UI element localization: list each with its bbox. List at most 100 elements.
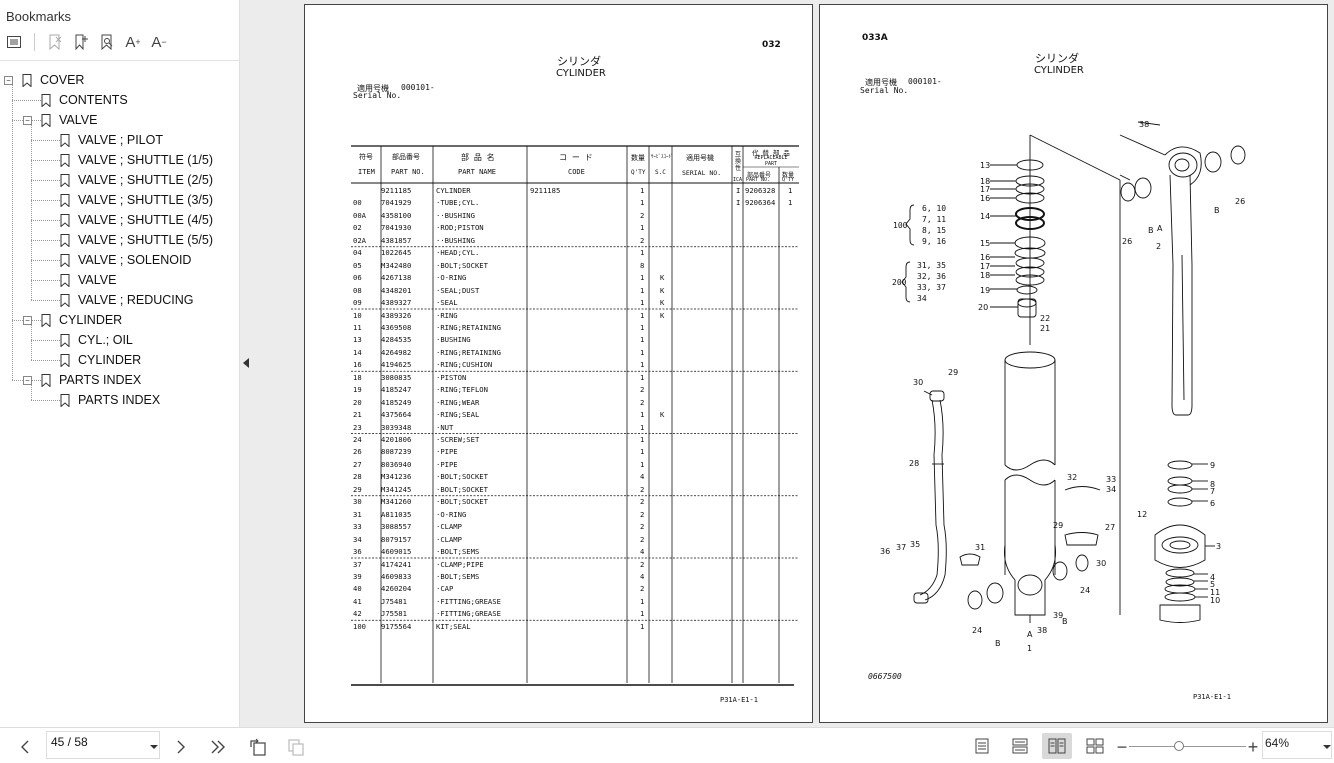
- zoom-dropdown-icon[interactable]: [1323, 745, 1331, 749]
- svg-text:36: 36: [880, 547, 890, 556]
- zoom-level-input[interactable]: 64%: [1262, 731, 1332, 759]
- cell-part-name: ·O-RING: [436, 509, 467, 519]
- seal-kit-100-label: 100: [893, 221, 908, 230]
- svg-text:38: 38: [1037, 626, 1047, 635]
- bookmark-label: VALVE ; SHUTTLE (4/5): [78, 213, 213, 227]
- two-page-continuous-view-icon[interactable]: [1080, 733, 1110, 759]
- copy-page-icon[interactable]: [285, 736, 307, 758]
- bookmark-item[interactable]: VALVE ; SHUTTLE (5/5): [0, 230, 240, 250]
- zoom-slider-thumb[interactable]: [1174, 741, 1185, 751]
- svg-text:12: 12: [1137, 510, 1147, 519]
- svg-text:B: B: [1062, 617, 1068, 626]
- tree-connector: [31, 240, 60, 241]
- bookmark-item[interactable]: CYLINDER: [0, 350, 240, 370]
- tree-collapse-icon[interactable]: −: [23, 116, 32, 125]
- bookmark-item[interactable]: VALVE ; SHUTTLE (1/5): [0, 150, 240, 170]
- cell-part-no: 4389326: [381, 310, 412, 320]
- expand-all-icon[interactable]: [4, 32, 24, 52]
- cell-qty: 1: [640, 285, 645, 295]
- cell-part-no: 9211185: [381, 186, 412, 195]
- bookmark-item[interactable]: PARTS INDEX: [0, 390, 240, 410]
- svg-text:31: 31: [975, 543, 985, 552]
- seal-kit-100-line: 7, 11: [922, 215, 947, 224]
- svg-text:2: 2: [1156, 242, 1161, 251]
- bookmark-icon: [60, 354, 70, 367]
- collapse-panel-icon[interactable]: [243, 358, 249, 368]
- bookmark-item[interactable]: −PARTS INDEX: [0, 370, 240, 390]
- cell-qty: 8: [640, 260, 645, 270]
- svg-text:4: 4: [1210, 573, 1215, 582]
- bookmark-label: VALVE ; SOLENOID: [78, 253, 192, 267]
- tree-collapse-icon[interactable]: −: [23, 316, 32, 325]
- svg-text:29: 29: [1053, 521, 1063, 530]
- two-page-view-icon[interactable]: [1042, 733, 1072, 759]
- page-number: 032: [762, 40, 781, 50]
- col-header-part-jp: 部品番号: [392, 153, 420, 161]
- tree-collapse-icon[interactable]: −: [4, 76, 13, 85]
- continuous-view-icon[interactable]: [1005, 733, 1035, 759]
- cell-part-no: 4375664: [381, 410, 412, 420]
- bookmark-item[interactable]: VALVE ; SOLENOID: [0, 250, 240, 270]
- cell-qty: 1: [640, 223, 645, 233]
- last-page-icon[interactable]: [207, 736, 229, 758]
- rotate-page-icon[interactable]: [247, 736, 269, 758]
- increase-text-icon[interactable]: A+: [125, 33, 141, 51]
- bookmark-item[interactable]: VALVE ; SHUTTLE (3/5): [0, 190, 240, 210]
- next-page-icon[interactable]: [170, 736, 192, 758]
- cell-service-code: K: [660, 298, 665, 308]
- cell-qty: 1: [640, 360, 645, 370]
- cell-part-name: CYLINDER: [436, 186, 471, 195]
- zoom-slider[interactable]: [1129, 746, 1246, 747]
- bookmark-item[interactable]: VALVE ; REDUCING: [0, 290, 240, 310]
- bookmark-item[interactable]: −VALVE: [0, 110, 240, 130]
- cell-qty: 1: [640, 447, 645, 457]
- cell-part-no: 4267138: [381, 273, 412, 283]
- tree-collapse-icon[interactable]: −: [23, 376, 32, 385]
- single-page-view-icon[interactable]: [967, 733, 997, 759]
- cell-part-name: ·SCREW;SET: [436, 435, 480, 444]
- col-header-repl-en: REPLACEABLE PART: [754, 155, 788, 167]
- bookmark-item[interactable]: VALVE ; SHUTTLE (4/5): [0, 210, 240, 230]
- cell-qty: 2: [640, 397, 645, 407]
- delete-bookmark-icon[interactable]: [45, 32, 65, 52]
- previous-page-icon[interactable]: [14, 736, 36, 758]
- cell-part-no: 4284535: [381, 335, 412, 345]
- bookmark-item[interactable]: VALVE: [0, 270, 240, 290]
- cell-item: 41: [353, 596, 362, 606]
- cell-part-no: 4185249: [381, 397, 412, 407]
- bookmark-item[interactable]: −COVER: [0, 70, 240, 90]
- bookmark-label: CYLINDER: [59, 313, 123, 327]
- col-header-repl-jp: 代 替 部 品: [752, 149, 790, 157]
- page-dropdown-icon[interactable]: [150, 745, 158, 749]
- zoom-out-icon[interactable]: −: [1116, 736, 1128, 757]
- zoom-in-icon[interactable]: +: [1247, 736, 1259, 757]
- cell-part-name: ·O-RING: [436, 273, 467, 283]
- cell-replaceable-qty: 1: [788, 186, 793, 195]
- bookmark-item[interactable]: CYL.; OIL: [0, 330, 240, 350]
- page-number-input[interactable]: 45 / 58: [46, 731, 160, 759]
- find-bookmark-icon[interactable]: [97, 32, 117, 52]
- decrease-text-icon[interactable]: A−: [151, 33, 167, 51]
- cell-part-no: 4358100: [381, 210, 412, 220]
- bookmark-item[interactable]: CONTENTS: [0, 90, 240, 110]
- cell-replaceable-qty: 1: [788, 198, 793, 208]
- bookmark-icon: [60, 154, 70, 167]
- bookmark-item[interactable]: − CYLINDER: [0, 310, 240, 330]
- col-header-repl-qty-jp: 数量: [782, 172, 795, 179]
- bookmark-item[interactable]: VALVE ; SHUTTLE (2/5): [0, 170, 240, 190]
- add-bookmark-icon[interactable]: [71, 32, 91, 52]
- cell-part-name: ··BUSHING: [436, 210, 475, 220]
- cell-part-name: ·CLAMP: [436, 522, 462, 532]
- bookmark-item[interactable]: VALVE ; PILOT: [0, 130, 240, 150]
- tree-connector: [31, 125, 32, 300]
- cell-part-name: ·ROD;PISTON: [436, 223, 484, 233]
- svg-text:21: 21: [1040, 324, 1050, 333]
- svg-text:A: A: [1027, 630, 1033, 639]
- col-header-repl-part-en: PART NO.: [746, 177, 771, 183]
